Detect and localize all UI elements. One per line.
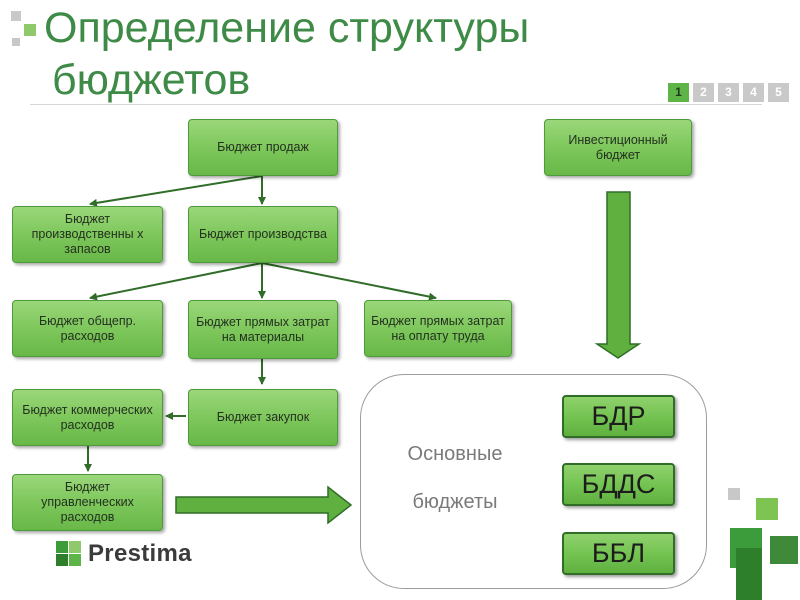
- decor-square: [12, 38, 20, 46]
- connector-production-labor: [261, 262, 437, 301]
- node-overhead-budget: Бюджет общепр. расходов: [12, 300, 163, 357]
- node-commercial-budget: Бюджет коммерческих расходов: [12, 389, 163, 446]
- page-3-button[interactable]: 3: [718, 83, 739, 102]
- brand-logo: Prestima: [56, 540, 192, 568]
- page-5-button[interactable]: 5: [768, 83, 789, 102]
- node-sales-budget: Бюджет продаж: [188, 119, 338, 176]
- page-1-button[interactable]: 1: [668, 83, 689, 102]
- divider: [30, 104, 762, 105]
- node-purchases-budget: Бюджет закупок: [188, 389, 338, 446]
- budget-bbl: ББЛ: [562, 532, 675, 575]
- page-4-button[interactable]: 4: [743, 83, 764, 102]
- node-labor-budget: Бюджет прямых затрат на оплату труда: [364, 300, 512, 357]
- decor-square: [11, 11, 21, 21]
- title-line-2: бюджетов: [52, 56, 251, 104]
- connector-production-overhead: [89, 262, 263, 301]
- decor-square: [24, 24, 36, 36]
- main-budgets-label-line2: бюджеты: [412, 491, 498, 513]
- node-inventory-budget: Бюджет производственны х запасов: [12, 206, 163, 263]
- budget-bdr: БДР: [562, 395, 675, 438]
- decor-square: [736, 548, 762, 600]
- pagination: 1 2 3 4 5: [668, 83, 789, 102]
- main-budgets-label: Основные бюджеты: [370, 430, 540, 526]
- decor-square: [728, 488, 740, 500]
- node-investment-budget: Инвестиционный бюджет: [544, 119, 692, 176]
- connector-sales-inventory: [89, 175, 263, 207]
- node-materials-budget: Бюджет прямых затрат на материалы: [188, 300, 338, 359]
- arrow-management-to-main: [175, 485, 353, 525]
- page-title: Определение структуры бюджетов: [44, 2, 684, 106]
- budget-bdds: БДДС: [562, 463, 675, 506]
- node-production-budget: Бюджет производства: [188, 206, 338, 263]
- decor-square: [770, 536, 798, 564]
- main-budgets-label-line1: Основные: [407, 443, 503, 465]
- decor-square: [756, 498, 778, 520]
- arrow-investment-to-main: [594, 191, 642, 359]
- page-2-button[interactable]: 2: [693, 83, 714, 102]
- title-line-1: Определение структуры: [44, 4, 530, 52]
- brand-name: Prestima: [88, 540, 192, 567]
- prestima-logo-icon: [56, 541, 81, 566]
- node-management-budget: Бюджет управленческих расходов: [12, 474, 163, 531]
